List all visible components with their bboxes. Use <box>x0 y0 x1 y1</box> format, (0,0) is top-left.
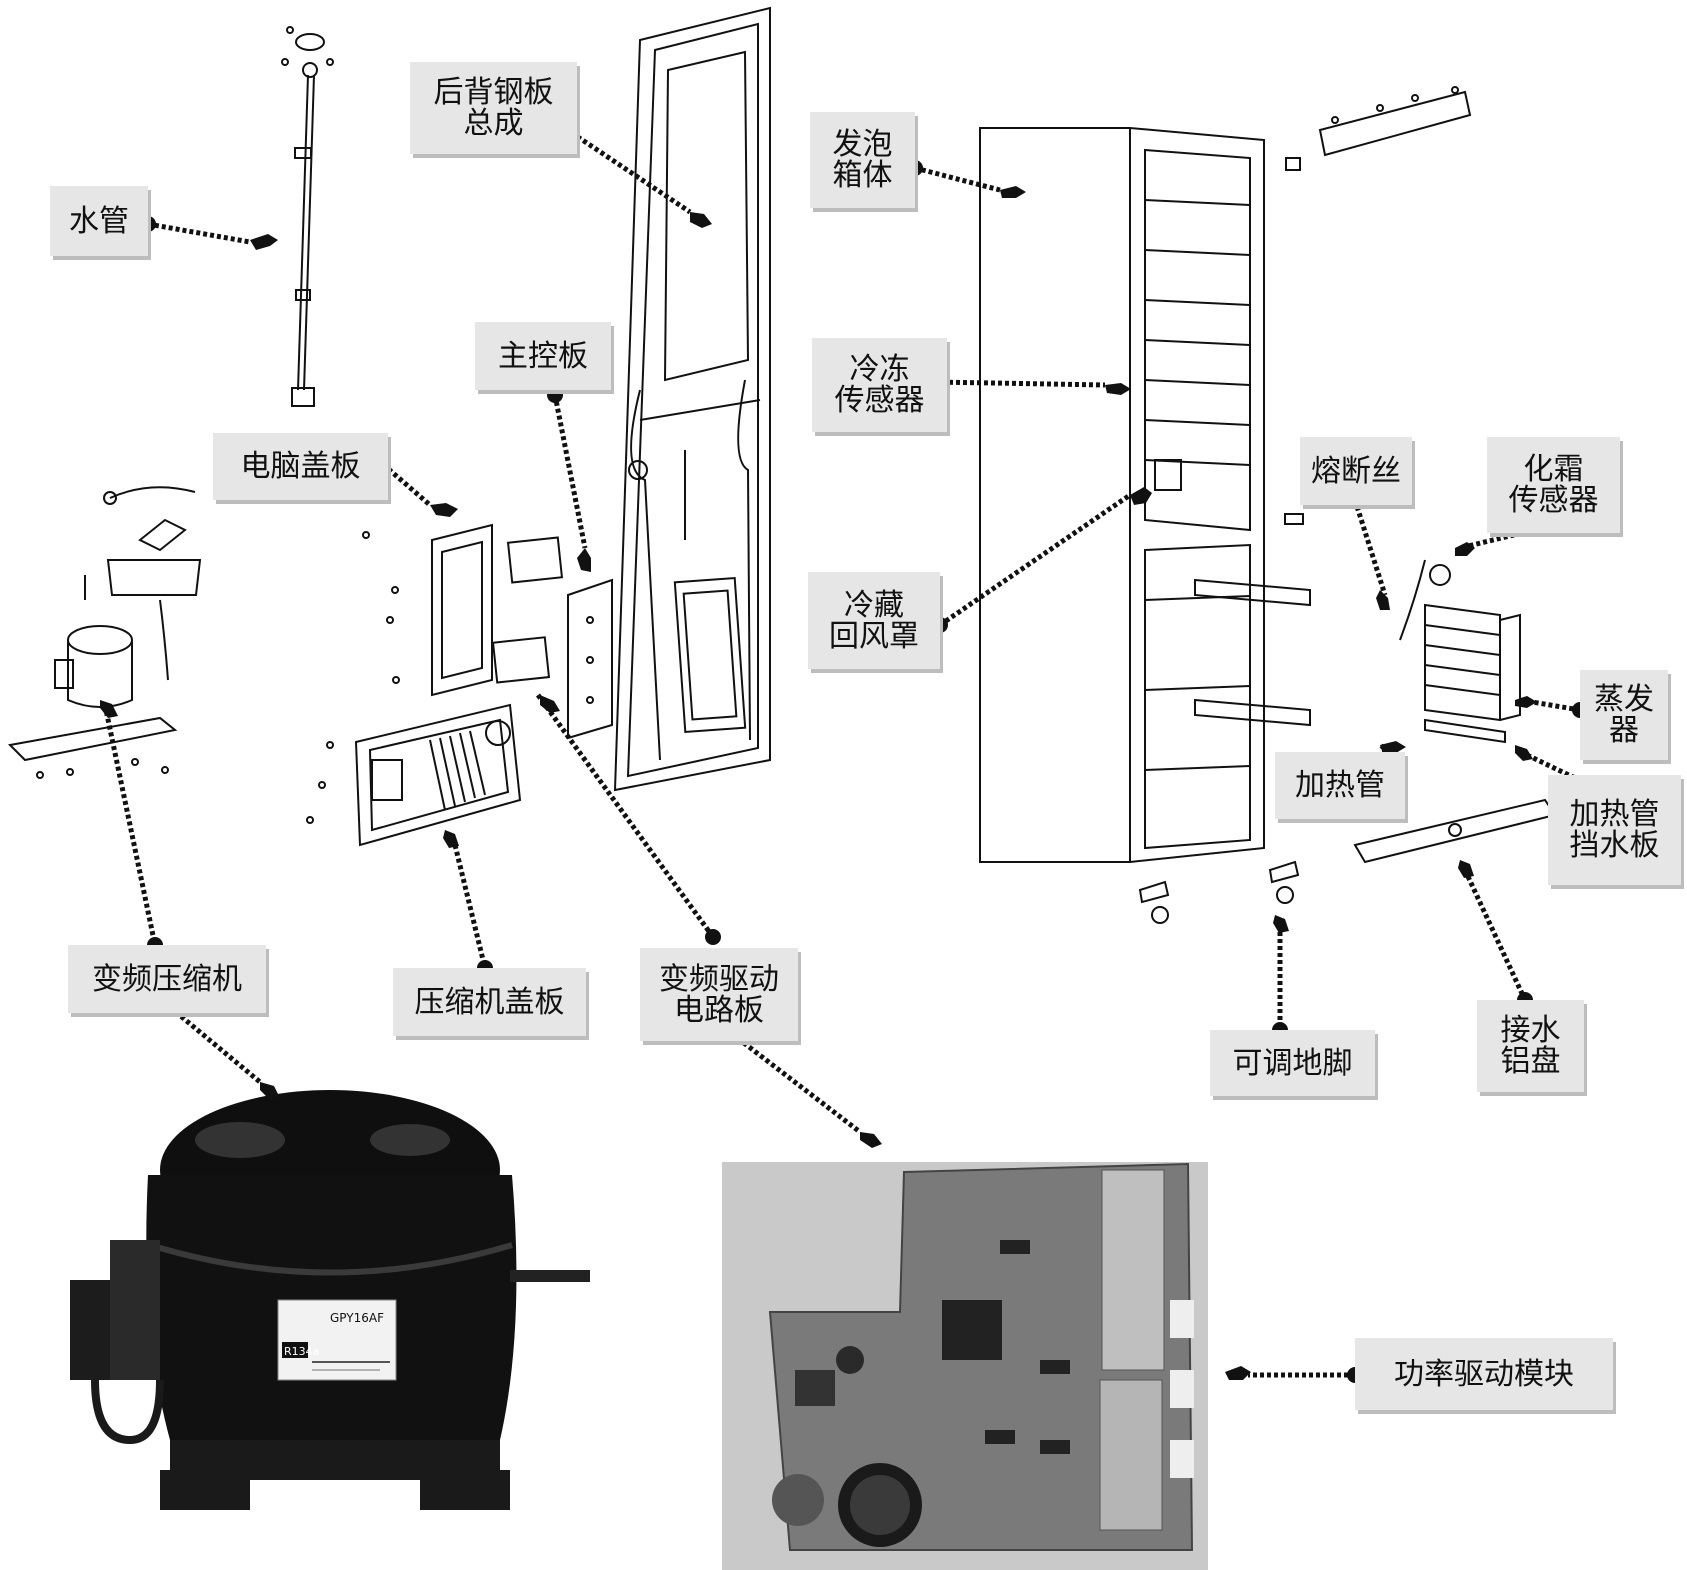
hand-pointer-icon <box>1225 1366 1251 1380</box>
hand-pointer-icon <box>260 1082 280 1100</box>
inverter-compressor-photo: R134a GPY16AF <box>70 1090 590 1510</box>
fridge-return-hood-label: 冷藏 回风罩 <box>808 572 940 669</box>
freezer-sensor-label: 冷冻 传感器 <box>812 338 947 432</box>
defrost-sensor-label: 化霜 传感器 <box>1487 437 1620 533</box>
hand-pointer-icon <box>577 548 591 572</box>
back-steel-plate-drawing <box>613 6 771 792</box>
main-control-board-drawing <box>491 536 613 740</box>
heating-tube-label: 加热管 <box>1275 752 1405 819</box>
inverter-drive-board-label: 变频驱动 电路板 <box>640 948 798 1041</box>
top-bracket-drawing <box>1285 86 1472 171</box>
inverter-drive-board-photo <box>722 1162 1208 1570</box>
hand-pointer-icon <box>1130 487 1152 505</box>
compressor-cover-label: 压缩机盖板 <box>393 968 586 1036</box>
hand-pointer-icon <box>1515 696 1537 708</box>
foam-cabinet-drawing <box>979 127 1311 863</box>
hand-pointer-icon <box>860 1132 882 1148</box>
hand-pointer-icon <box>250 234 278 250</box>
water-pipe-label: 水管 <box>50 186 148 256</box>
heating-tube-baffle-label: 加热管 挡水板 <box>1548 775 1681 885</box>
compressor-assembly-drawing <box>7 486 202 779</box>
hand-pointer-icon <box>443 830 459 848</box>
foam-cabinet-label: 发泡 箱体 <box>810 112 915 208</box>
hand-pointer-icon <box>1515 745 1533 761</box>
hand-pointer-icon <box>430 503 458 517</box>
compressor-refrigerant-label: R134a <box>284 1345 319 1358</box>
inverter-compressor-label: 变频压缩机 <box>68 945 266 1013</box>
fuse-label: 熔断丝 <box>1300 437 1412 505</box>
evaporator-drawing <box>1284 513 1521 744</box>
hand-pointer-icon <box>1000 186 1026 198</box>
hand-pointer-icon <box>1376 590 1390 610</box>
compressor-cover-drawing <box>354 703 522 847</box>
power-module-label: 功率驱动模块 <box>1355 1338 1613 1410</box>
main-control-board-label: 主控板 <box>475 322 611 390</box>
hand-pointer-icon <box>690 212 712 228</box>
leader-lines <box>102 122 1602 1378</box>
compressor-model-label: GPY16AF <box>330 1311 384 1325</box>
hand-pointer-icon <box>1458 860 1474 878</box>
hand-pointer-icon <box>1273 915 1289 933</box>
water-pipe-drawing <box>281 26 334 407</box>
hand-pointer-icon <box>1105 383 1131 395</box>
adjustable-foot-drawing <box>1138 860 1300 924</box>
adjustable-foot-label: 可调地脚 <box>1210 1030 1375 1096</box>
water-tray-label: 接水 铝盘 <box>1477 1000 1584 1092</box>
back-steel-plate-label: 后背钢板 总成 <box>410 62 577 154</box>
computer-cover-label: 电脑盖板 <box>213 433 388 500</box>
evaporator-label: 蒸发 器 <box>1580 670 1668 760</box>
computer-cover-drawing <box>306 523 493 824</box>
